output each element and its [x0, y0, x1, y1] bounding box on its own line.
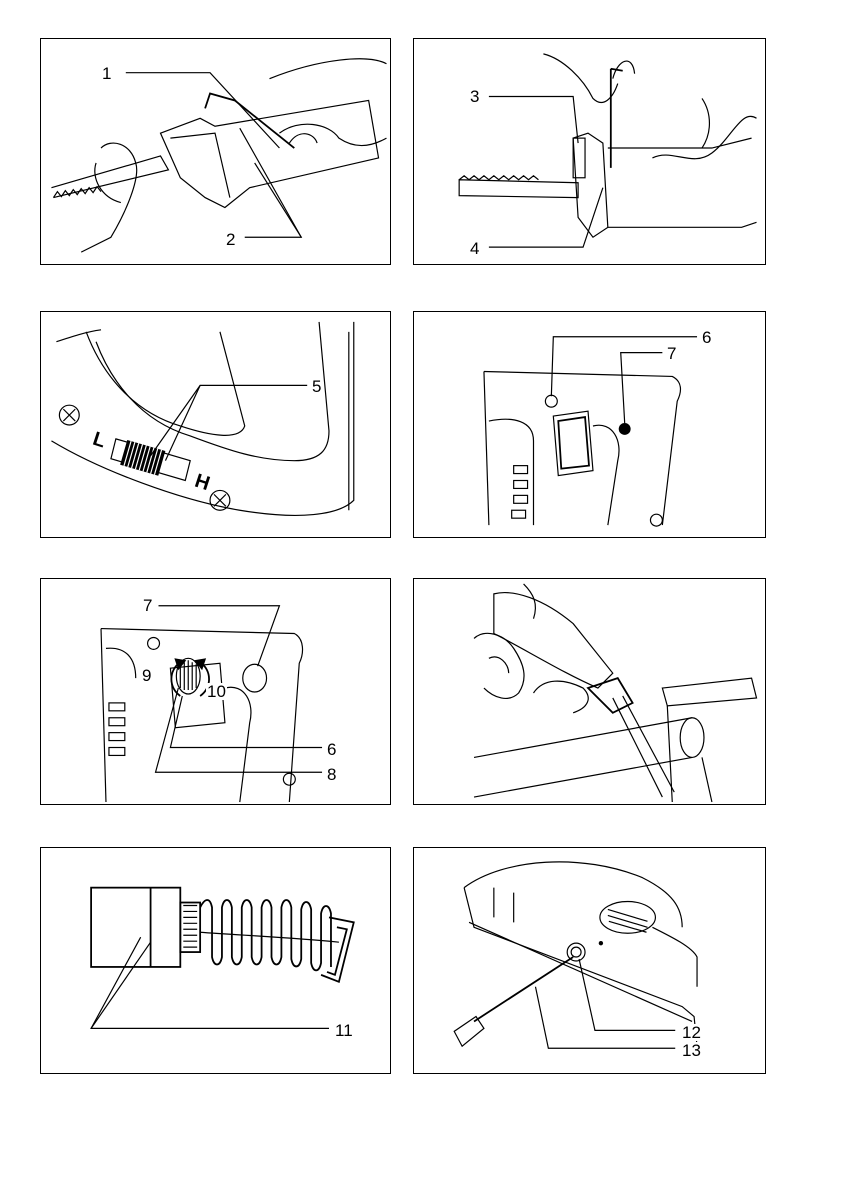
callout-12: 12 — [681, 1024, 702, 1041]
figure-5-speed-dial: 7 9 10 6 8 — [40, 578, 391, 805]
callout-3-leader — [489, 96, 578, 143]
figure-1-illustration — [41, 39, 390, 264]
callout-3: 3 — [469, 88, 480, 105]
callout-6: 6 — [326, 741, 337, 758]
callout-7: 7 — [666, 345, 677, 362]
callout-1: 1 — [101, 65, 112, 82]
figure-6-illustration — [414, 579, 765, 804]
callout-5-leader — [151, 385, 308, 455]
figure-8-illustration — [414, 848, 765, 1073]
figure-8-brush-holder-cap: 12 13 — [413, 847, 766, 1074]
low-speed-mark: L — [90, 428, 108, 453]
figure-3-illustration: L H — [41, 312, 390, 537]
callout-7-leader — [159, 606, 280, 666]
callout-2: 2 — [225, 231, 236, 248]
callout-2-leader — [240, 128, 301, 237]
callout-7-leader — [621, 353, 663, 423]
figure-4-switch-side-view: 6 7 — [413, 311, 766, 538]
callout-11: 11 — [334, 1022, 354, 1039]
callout-11-leader — [91, 937, 329, 1028]
callout-10: 10 — [206, 683, 227, 700]
callout-9: 9 — [141, 667, 152, 684]
callout-8: 8 — [326, 766, 337, 783]
callout-13: 13 — [681, 1042, 702, 1059]
callout-7: 7 — [142, 597, 153, 614]
callout-1-leader — [126, 73, 280, 148]
callout-4: 4 — [469, 240, 480, 257]
figure-7-carbon-brush: 11 — [40, 847, 391, 1074]
callout-5: 5 — [311, 378, 322, 395]
high-speed-mark: H — [192, 470, 212, 495]
figure-1-blade-clamp-wrench: 1 2 — [40, 38, 391, 265]
figure-6-pipe-cutting — [413, 578, 766, 805]
callout-12-leader — [579, 959, 675, 1030]
figure-2-illustration — [414, 39, 765, 264]
callout-6-leader — [170, 696, 322, 748]
callout-6: 6 — [701, 329, 712, 346]
figure-2-blade-clamp: 3 4 — [413, 38, 766, 265]
figure-3-speed-selector: L H 5 — [40, 311, 391, 538]
